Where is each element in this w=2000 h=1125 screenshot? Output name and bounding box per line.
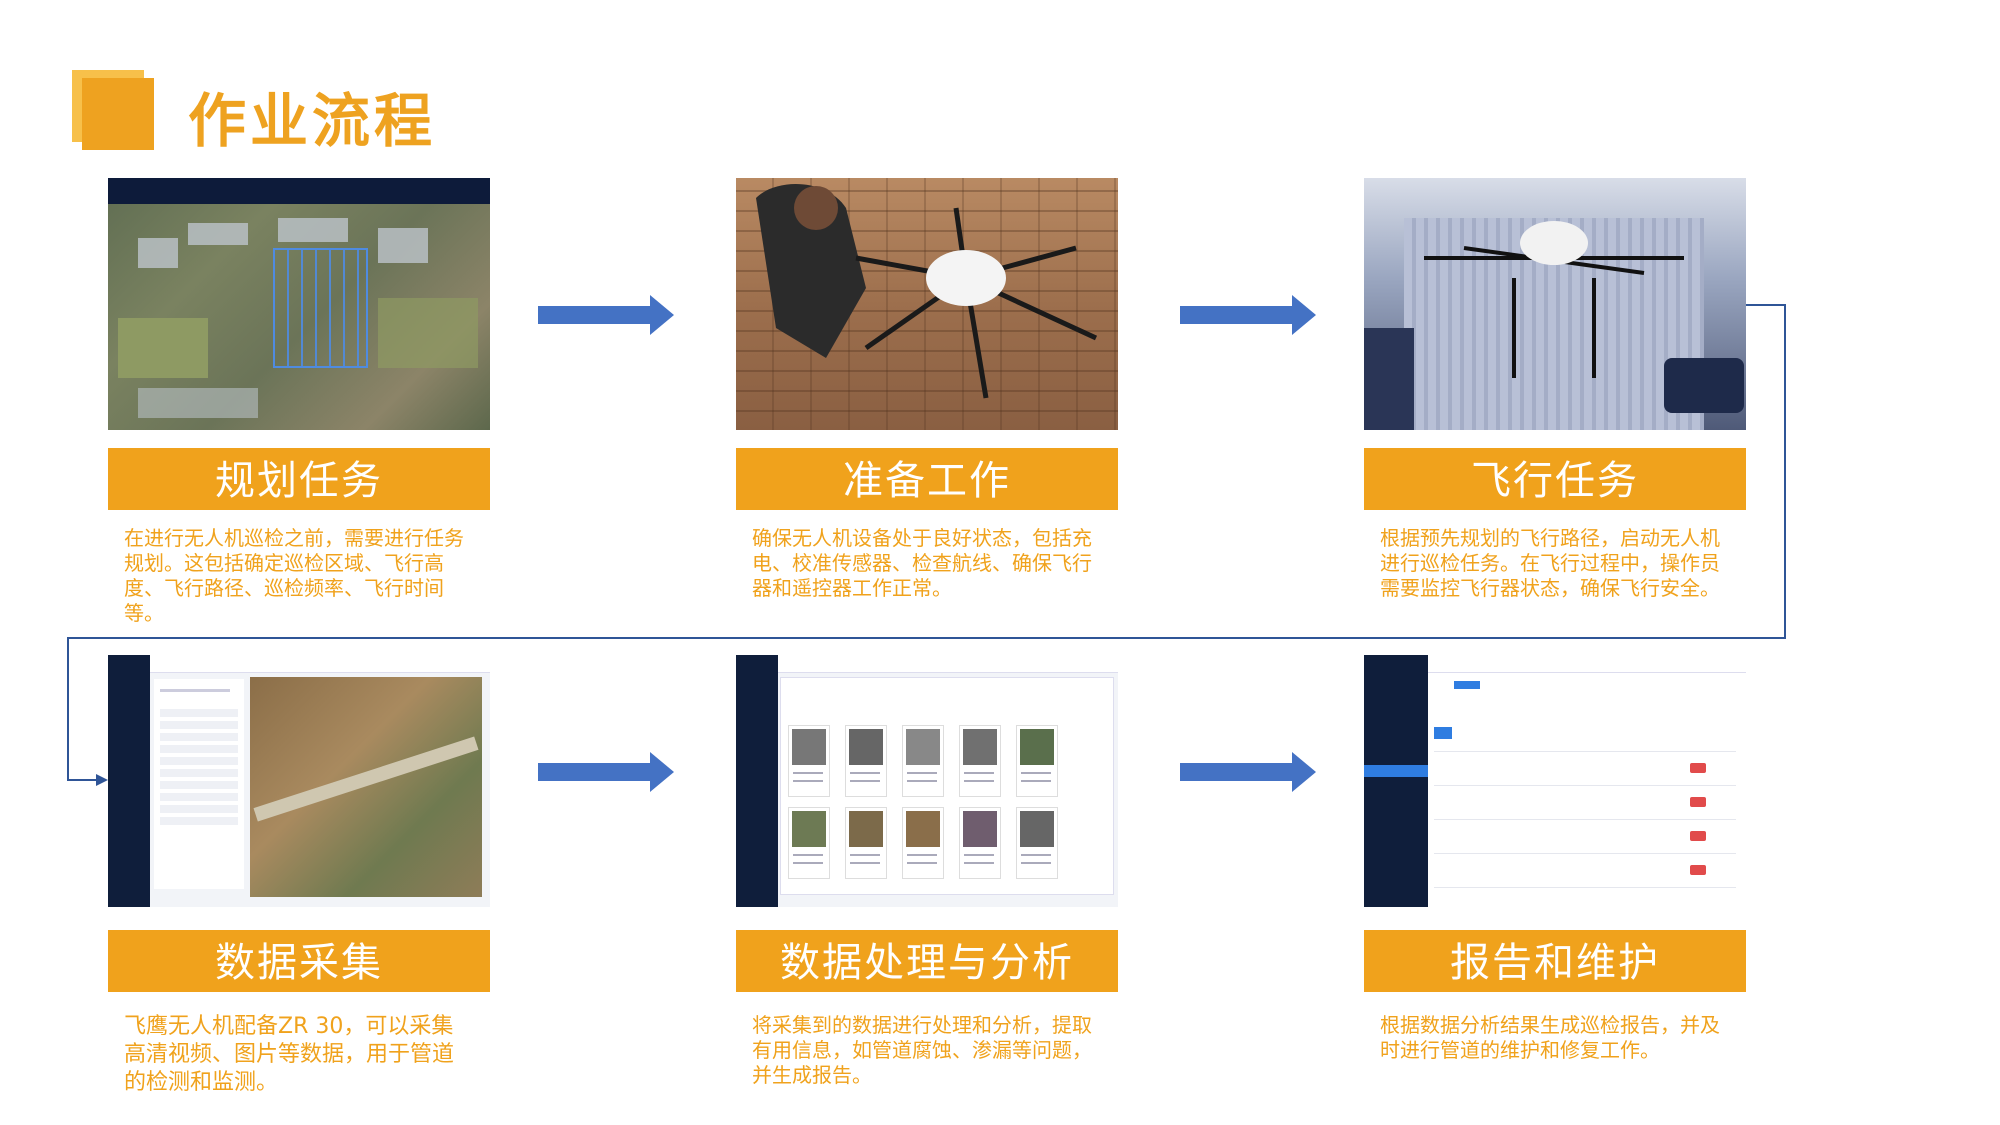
right-arrow-icon bbox=[538, 295, 674, 335]
step-4-title: 数据采集 bbox=[108, 930, 490, 992]
step-1-title: 规划任务 bbox=[108, 448, 490, 510]
step-4-image-app-screenshot bbox=[108, 655, 490, 907]
step-3-image-drone-flight bbox=[1364, 178, 1746, 430]
step-3-title: 飞行任务 bbox=[1364, 448, 1746, 510]
page-title: 作业流程 bbox=[188, 87, 437, 155]
step-1-description: 在进行无人机巡检之前，需要进行任务规划。这包括确定巡检区域、飞行高度、飞行路径、… bbox=[124, 526, 464, 625]
title-decoration-front bbox=[82, 78, 154, 150]
step-6-description: 根据数据分析结果生成巡检报告，并及时进行管道的维护和修复工作。 bbox=[1380, 1013, 1720, 1062]
right-arrow-icon bbox=[538, 752, 674, 792]
step-6-image-app-screenshot bbox=[1364, 655, 1746, 907]
step-1-image-map bbox=[108, 178, 490, 430]
step-4-description: 飞鹰无人机配备ZR 30，可以采集高清视频、图片等数据，用于管道的检测和监测。 bbox=[124, 1014, 455, 1095]
step-5-description: 将采集到的数据进行处理和分析，提取有用信息，如管道腐蚀、渗漏等问题，并生成报告。 bbox=[752, 1013, 1092, 1087]
step-2-description: 确保无人机设备处于良好状态，包括充电、校准传感器、检查航线、确保飞行器和遥控器工… bbox=[752, 526, 1092, 600]
step-6-title: 报告和维护 bbox=[1364, 930, 1746, 992]
step-5-image-app-screenshot bbox=[736, 655, 1118, 907]
step-5-title: 数据处理与分析 bbox=[736, 930, 1118, 992]
step-2-title: 准备工作 bbox=[736, 448, 1118, 510]
step-2-image-drone-prep bbox=[736, 178, 1118, 430]
right-arrow-icon bbox=[1180, 752, 1316, 792]
right-arrow-icon bbox=[1180, 295, 1316, 335]
step-3-description: 根据预先规划的飞行路径，启动无人机进行巡检任务。在飞行过程中，操作员需要监控飞行… bbox=[1380, 526, 1720, 600]
